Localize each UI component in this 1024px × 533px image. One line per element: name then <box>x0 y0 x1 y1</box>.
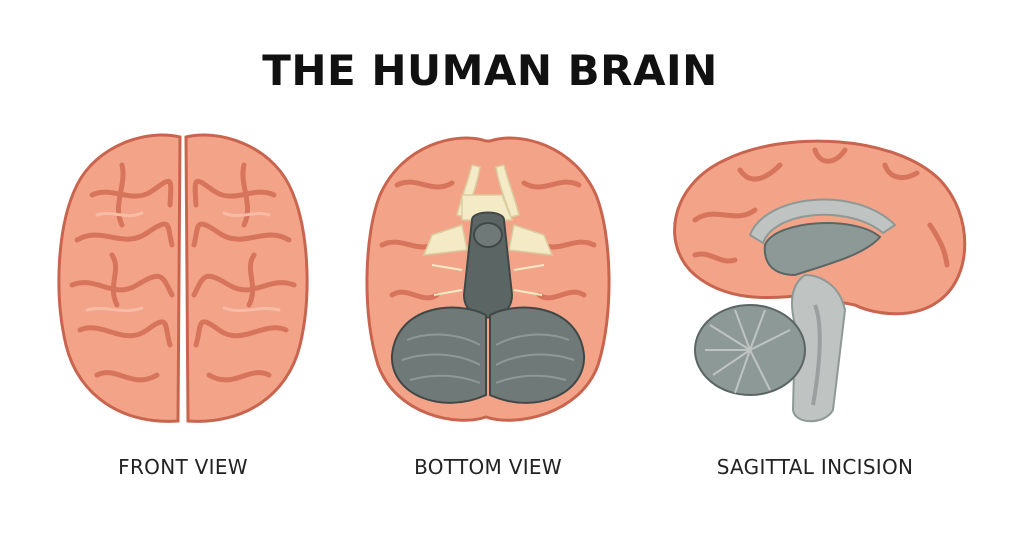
corpus-callosum <box>748 198 897 245</box>
page-title: THE HUMAN BRAIN <box>262 46 718 95</box>
right-hemisphere <box>184 133 309 423</box>
cerebellum <box>390 306 586 404</box>
sagittal-incision-caption: SAGITTAL INCISION <box>716 455 914 479</box>
left-hemisphere <box>57 133 182 423</box>
front-view-caption: FRONT VIEW <box>118 455 248 479</box>
sagittal-cerebellum <box>694 304 806 396</box>
bottom-view-caption: BOTTOM VIEW <box>414 455 562 479</box>
front-view-illustration <box>52 125 314 430</box>
bottom-view-illustration <box>362 125 614 430</box>
sagittal-incision-illustration <box>655 125 971 430</box>
